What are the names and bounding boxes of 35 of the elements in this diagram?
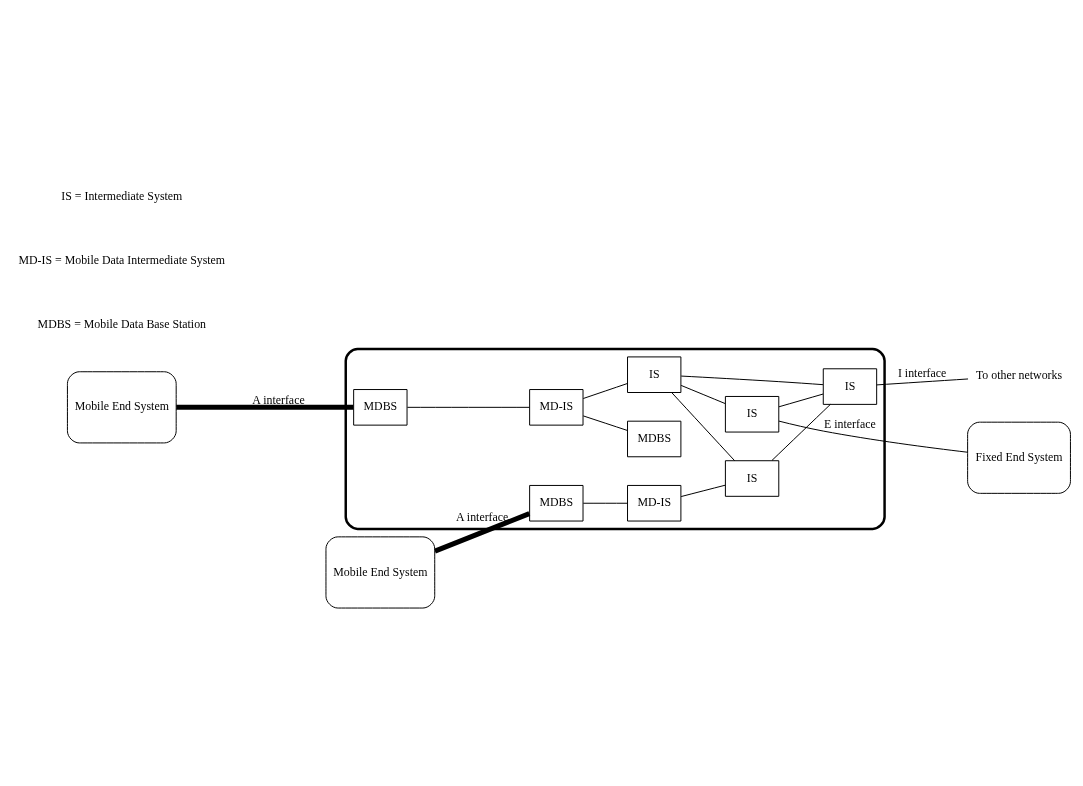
edge-label: A interface <box>252 392 305 407</box>
connector <box>778 393 824 407</box>
edge-label: E interface <box>824 416 876 431</box>
node-box: IS <box>822 367 878 405</box>
node-box: Mobile End System <box>325 535 436 609</box>
node-box: MD-IS <box>627 484 682 522</box>
node-box: Mobile End System <box>66 370 177 443</box>
connector <box>434 510 531 553</box>
connector <box>671 391 736 461</box>
connector <box>680 484 726 497</box>
connector <box>582 382 628 399</box>
node-box: MDBS <box>529 484 584 522</box>
node-box: Fixed End System <box>967 421 1071 494</box>
connector <box>582 414 628 431</box>
connector <box>876 377 969 385</box>
edge-label: I interface <box>897 365 947 380</box>
label: MD-IS = Mobile Data Intermediate System <box>18 252 226 267</box>
connector <box>582 502 628 504</box>
connector <box>771 403 831 461</box>
label: IS = Intermediate System <box>61 188 183 203</box>
edge-label: A interface <box>456 509 509 524</box>
node-box: MDBS <box>627 420 682 457</box>
label: MDBS = Mobile Data Base Station <box>37 316 207 331</box>
cluster <box>344 347 886 530</box>
connector <box>680 375 824 385</box>
node-box: MDBS <box>353 388 408 426</box>
connector <box>176 404 354 410</box>
node-box: IS <box>627 355 682 393</box>
node-text: To other networks <box>975 367 1063 382</box>
connector <box>680 384 726 404</box>
node-box: IS <box>724 459 780 497</box>
node-box: IS <box>724 395 780 433</box>
node-box: MD-IS <box>529 388 584 426</box>
connector <box>778 420 968 453</box>
connector <box>406 406 530 408</box>
